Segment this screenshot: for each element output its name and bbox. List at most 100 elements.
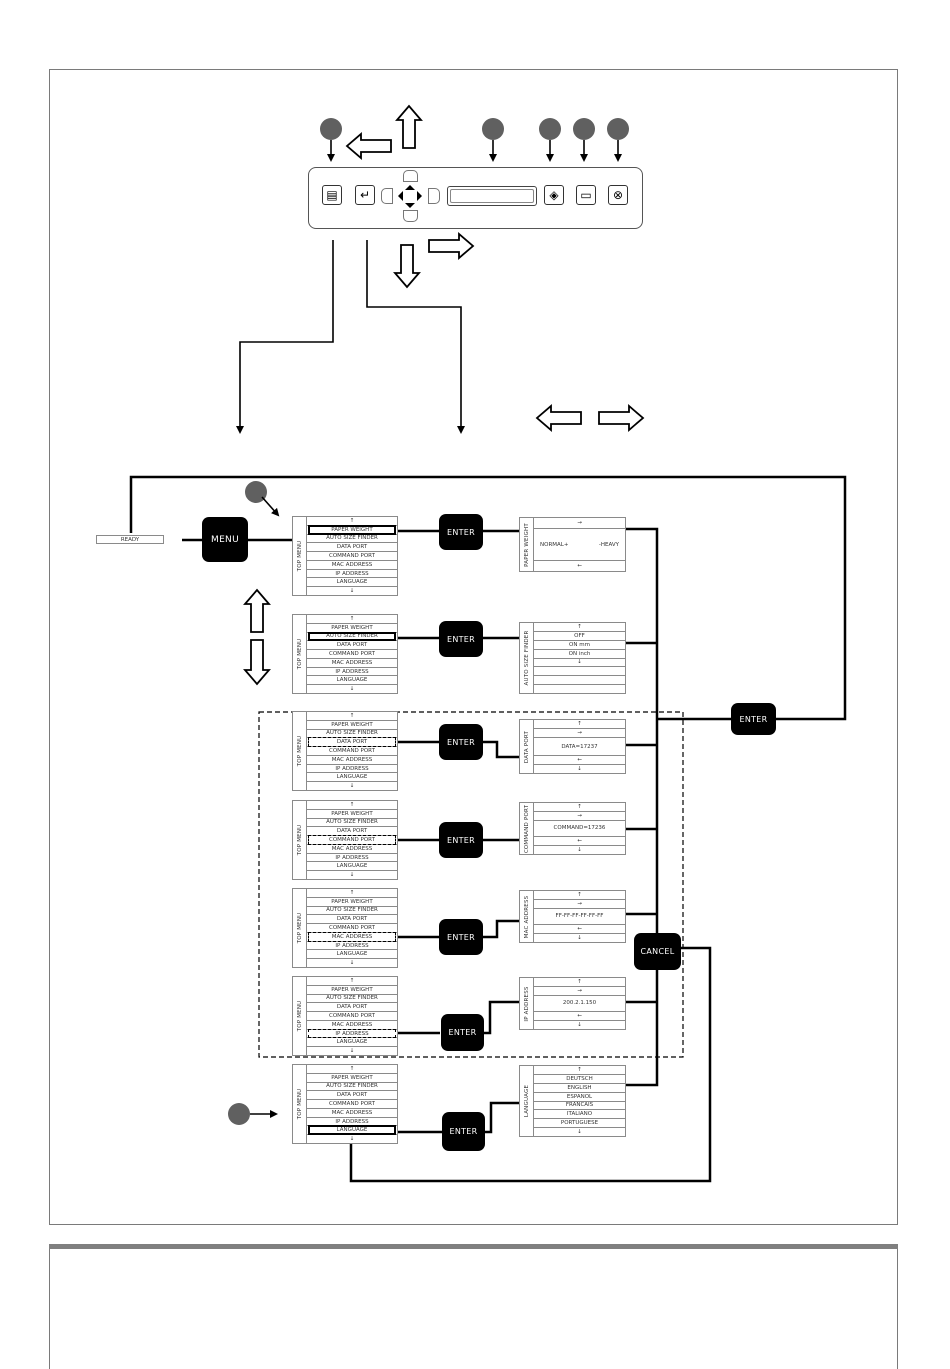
top-menu-item[interactable]: COMMAND PORT [307, 650, 397, 659]
submenu-item[interactable]: ON mm [534, 641, 625, 650]
top-menu-item[interactable]: ↑ [307, 615, 397, 624]
save-button[interactable]: ▭ [576, 185, 596, 205]
top-menu-item[interactable]: AUTO SIZE FINDER [307, 1083, 397, 1092]
nav-right-key[interactable] [428, 188, 440, 204]
submenu-item-range[interactable]: NORMAL+-HEAVY [534, 529, 625, 561]
top-menu-item[interactable]: COMMAND PORT [307, 552, 397, 561]
top-menu-item[interactable]: ↑ [307, 712, 397, 721]
submenu-item[interactable]: ← [534, 1012, 625, 1022]
top-menu-item[interactable]: ↓ [349, 783, 355, 790]
top-menu-item[interactable]: ↑ [307, 1065, 397, 1074]
submenu-item[interactable]: → [534, 729, 625, 739]
submenu-item[interactable]: ↓ [577, 1022, 582, 1029]
top-menu-item-selected[interactable]: MAC ADDRESS [307, 931, 397, 942]
cancel-key[interactable]: CANCEL [634, 933, 681, 970]
enter-key[interactable]: ENTER [441, 1014, 484, 1051]
submenu-item[interactable]: PORTUGUESE [534, 1119, 625, 1129]
top-menu-item[interactable]: MAC ADDRESS [307, 1109, 397, 1118]
submenu-item[interactable]: DEUTSCH [534, 1075, 625, 1084]
top-menu-item[interactable]: DATA PORT [307, 543, 397, 553]
submenu-item[interactable]: ↑ [534, 720, 625, 730]
top-menu-item[interactable]: DATA PORT [307, 915, 397, 925]
enter-button[interactable]: ↵ [355, 185, 375, 205]
top-menu-item[interactable]: ↓ [349, 1136, 355, 1143]
top-menu-item[interactable]: ↑ [307, 977, 397, 986]
submenu-item[interactable]: ↓ [534, 659, 625, 668]
submenu-item[interactable]: ESPANOL [534, 1093, 625, 1102]
start-button[interactable]: ◈ [544, 185, 564, 205]
submenu-item[interactable]: ← [534, 925, 625, 935]
top-menu-item[interactable]: AUTO SIZE FINDER [307, 819, 397, 828]
submenu-item[interactable]: → [534, 812, 625, 821]
menu-key[interactable]: MENU [202, 517, 248, 562]
top-menu-item[interactable]: DATA PORT [307, 641, 397, 651]
top-menu-item[interactable]: PAPER WEIGHT [307, 898, 397, 907]
top-menu-item[interactable]: ↓ [349, 1048, 355, 1055]
nav-left-key[interactable] [381, 188, 393, 204]
top-menu-item[interactable]: ↓ [349, 686, 355, 693]
enter-key[interactable]: ENTER [439, 724, 483, 760]
enter-key[interactable]: ENTER [439, 822, 483, 858]
submenu-item[interactable]: DATA=17237 [534, 738, 625, 756]
submenu-item[interactable]: ↑ [534, 891, 625, 900]
submenu-item[interactable]: ← [577, 562, 582, 569]
top-menu-item-selected[interactable]: COMMAND PORT [307, 835, 397, 845]
submenu-item[interactable]: OFF [534, 632, 625, 641]
top-menu-item[interactable]: MAC ADDRESS [307, 561, 397, 570]
top-menu-item-selected[interactable]: IP ADDRESS [307, 1028, 397, 1039]
enter-key[interactable]: ENTER [439, 919, 483, 955]
top-menu-item[interactable]: LANGUAGE [307, 773, 397, 783]
enter-key[interactable]: ENTER [442, 1112, 485, 1151]
top-menu-item[interactable]: LANGUAGE [307, 1038, 397, 1048]
top-menu-item[interactable]: COMMAND PORT [307, 747, 397, 756]
submenu-item[interactable]: 200.2.1.150 [534, 996, 625, 1013]
submenu-item[interactable]: ↑ [534, 978, 625, 987]
submenu-item[interactable] [534, 667, 625, 677]
enter-key[interactable]: ENTER [439, 514, 483, 550]
top-menu-item[interactable]: ↑ [307, 801, 397, 810]
top-menu-item[interactable]: AUTO SIZE FINDER [307, 995, 397, 1004]
top-menu-item[interactable]: PAPER WEIGHT [307, 986, 397, 995]
top-menu-item[interactable]: DATA PORT [307, 1091, 397, 1101]
submenu-item[interactable]: ↑ [534, 623, 625, 632]
top-menu-item[interactable]: IP ADDRESS [307, 570, 397, 579]
menu-button[interactable]: ▤ [322, 185, 342, 205]
enter-key-return[interactable]: ENTER [731, 703, 776, 735]
submenu-item[interactable]: ↓ [577, 1129, 582, 1136]
submenu-item[interactable]: → [534, 900, 625, 909]
submenu-item[interactable]: COMMAND=17236 [534, 821, 625, 838]
cancel-button[interactable]: ⊗ [608, 185, 628, 205]
submenu-item[interactable] [534, 685, 625, 693]
top-menu-item[interactable]: ↓ [349, 960, 355, 967]
top-menu-item[interactable]: ↓ [349, 588, 355, 595]
top-menu-item[interactable]: MAC ADDRESS [307, 659, 397, 668]
top-menu-item-selected[interactable]: AUTO SIZE FINDER [307, 631, 397, 642]
submenu-item[interactable]: FRANCAIS [534, 1102, 625, 1111]
submenu-item[interactable]: ↑ [534, 1066, 625, 1075]
top-menu-item[interactable]: PAPER WEIGHT [307, 1074, 397, 1083]
top-menu-item[interactable]: LANGUAGE [307, 862, 397, 872]
submenu-item[interactable]: ENGLISH [534, 1084, 625, 1093]
top-menu-item-selected[interactable]: PAPER WEIGHT [307, 524, 397, 535]
top-menu-item[interactable]: LANGUAGE [307, 578, 397, 588]
submenu-item[interactable]: ON inch [534, 650, 625, 659]
top-menu-item[interactable]: IP ADDRESS [307, 854, 397, 863]
top-menu-item[interactable]: ↑ [307, 889, 397, 898]
submenu-item[interactable]: → [534, 518, 625, 530]
top-menu-item[interactable]: LANGUAGE [307, 676, 397, 686]
top-menu-item[interactable]: IP ADDRESS [307, 942, 397, 951]
top-menu-item[interactable]: AUTO SIZE FINDER [307, 535, 397, 544]
top-menu-item[interactable]: COMMAND PORT [307, 1100, 397, 1109]
top-menu-item[interactable]: AUTO SIZE FINDER [307, 907, 397, 916]
submenu-item[interactable]: ITALIANO [534, 1110, 625, 1120]
top-menu-item[interactable]: COMMAND PORT [307, 1012, 397, 1021]
submenu-item[interactable] [534, 676, 625, 686]
submenu-item[interactable]: → [534, 987, 625, 996]
top-menu-item[interactable]: IP ADDRESS [307, 668, 397, 677]
submenu-item[interactable]: ↑ [534, 803, 625, 812]
top-menu-item[interactable]: MAC ADDRESS [307, 845, 397, 854]
top-menu-item[interactable]: LANGUAGE [307, 950, 397, 960]
submenu-item[interactable]: ↓ [577, 765, 582, 772]
top-menu-item[interactable]: IP ADDRESS [307, 765, 397, 774]
submenu-item[interactable]: ← [534, 837, 625, 847]
